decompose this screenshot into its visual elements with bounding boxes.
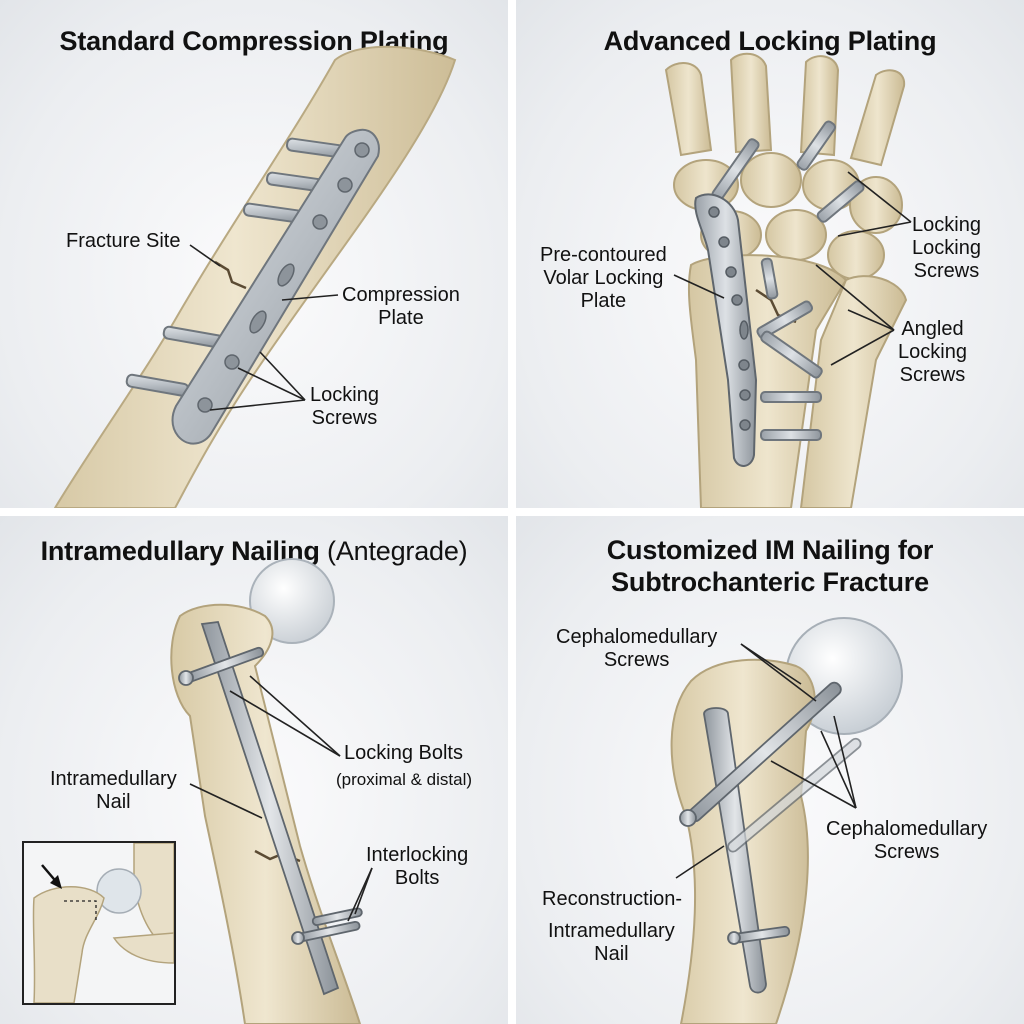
plate-holes	[197, 142, 370, 413]
label-angled-locking-screws: Angled Locking Screws	[898, 318, 967, 386]
panel-compression-plating: Standard Compression Plating	[0, 0, 508, 508]
leader-lines	[189, 244, 339, 411]
label-compression-plate: Compression Plate	[342, 284, 460, 329]
panel-title: Customized IM Nailing for Subtrochanteri…	[606, 535, 934, 597]
im-nail-illustration	[170, 558, 373, 1024]
label-cephalomedullary-right: Cephalomedullary Screws	[826, 818, 988, 863]
panel-custom-im-nailing: Customized IM Nailing for Subtrochanteri…	[516, 516, 1024, 1024]
label-volar-locking-plate: Pre-contoured Volar Locking Plate	[540, 244, 667, 312]
long-bone	[53, 45, 457, 508]
intramedullary-nail	[200, 621, 340, 996]
locking-screws	[711, 120, 865, 441]
compression-plate	[171, 128, 380, 445]
label-fracture-site: Fracture Site	[66, 230, 181, 252]
locking-bolts	[178, 646, 363, 945]
panel-im-nailing: Intramedullary Nailing (Antegrade)	[0, 516, 508, 1024]
label-reconstruction-nail: Intramedullary Nail	[548, 920, 675, 965]
compression-plate-illustration	[53, 45, 457, 508]
panel-title: Advanced Locking Plating	[603, 26, 937, 56]
label-locking-screws: Locking Locking Screws	[912, 214, 981, 282]
label-intramedullary-nail: Intramedullary Nail	[50, 768, 177, 813]
label-cephalomedullary-top: Cephalomedullary Screws	[556, 626, 718, 671]
hip-inset	[22, 841, 176, 1005]
cephalomedullary-illustration	[670, 617, 903, 1024]
label-locking-bolts: Locking Bolts	[344, 742, 463, 764]
femoral-head	[249, 558, 335, 644]
label-locking-screws: Locking Screws	[310, 384, 379, 429]
leader-lines	[189, 675, 373, 922]
label-interlocking-bolts: Interlocking Bolts	[366, 844, 469, 889]
leader-lines	[675, 643, 857, 879]
locking-plate-illustration	[664, 52, 912, 508]
label-reconstruction: Reconstruction-	[542, 888, 683, 910]
cephalomedullary-screws	[679, 681, 862, 945]
leader-lines	[673, 171, 912, 366]
fracture-line	[214, 260, 247, 290]
hip-inset-illustration	[32, 843, 174, 1003]
plate-holes	[708, 206, 751, 431]
panel-title: Intramedullary Nailing (Antegrade)	[40, 536, 468, 566]
panel-locking-plating: Advanced Locking Plating	[516, 0, 1024, 508]
metacarpal-bones	[664, 52, 906, 167]
ulna-bone	[799, 275, 908, 508]
label-locking-bolts-sub: (proximal & distal)	[336, 770, 473, 789]
